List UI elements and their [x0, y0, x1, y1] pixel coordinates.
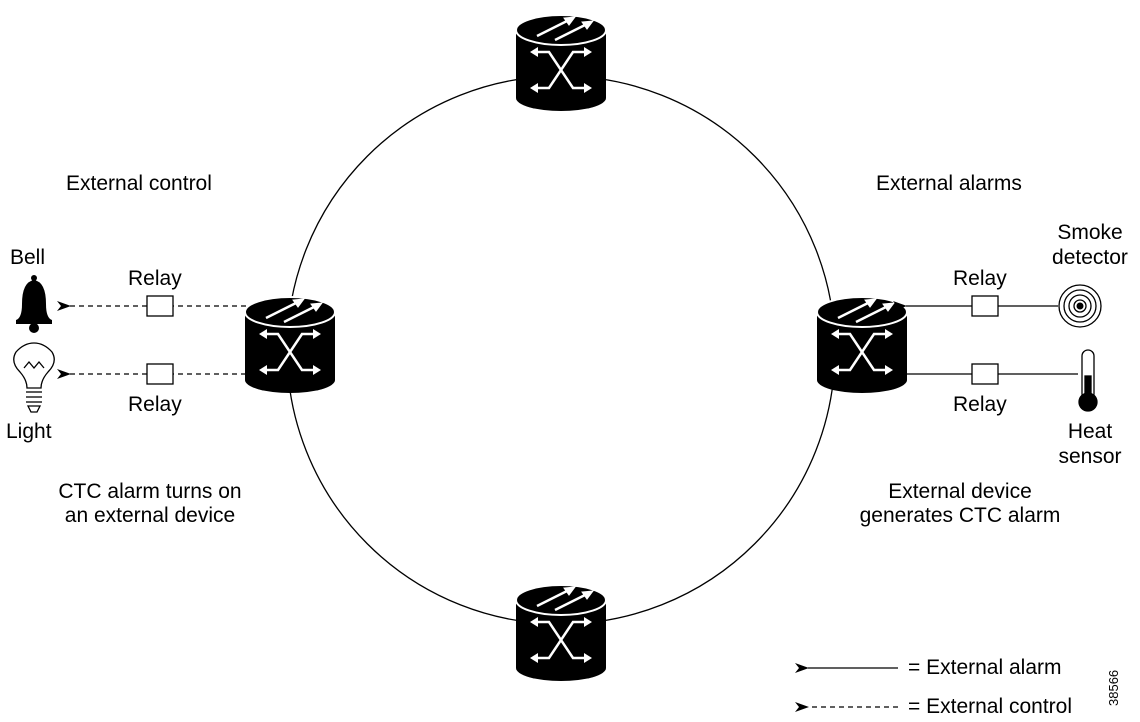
external-alarms-heading: External alarms — [876, 172, 1022, 195]
light-bulb-icon — [13, 342, 55, 413]
heat-label-line1: Heat — [1067, 420, 1113, 443]
bell-icon — [16, 275, 52, 333]
external-control-heading: External control — [66, 172, 212, 195]
left-caption-line1: CTC alarm turns on — [58, 480, 242, 503]
smoke-label-line1: Smoke — [1057, 221, 1123, 244]
light-label: Light — [6, 420, 52, 443]
legend-solid-label: = External alarm — [908, 656, 1062, 679]
smoke-detector-icon — [1058, 284, 1102, 328]
figure-id: 38566 — [1106, 669, 1121, 706]
heat-label-line2: sensor — [1058, 445, 1122, 468]
right-caption-line1: External device — [888, 480, 1032, 503]
legend-dashed-label: = External control — [908, 695, 1073, 718]
ring-circle — [286, 75, 836, 625]
node-bottom — [514, 583, 608, 683]
bell-label: Bell — [10, 246, 46, 269]
thermometer-icon — [1078, 349, 1098, 412]
node-right — [815, 295, 909, 395]
smoke-label-line2: detector — [1052, 246, 1128, 269]
node-top — [514, 13, 608, 113]
right-caption-line2: generates CTC alarm — [859, 504, 1061, 527]
right-alarm-connections — [893, 295, 1078, 385]
relay-label-right-bottom: Relay — [953, 393, 1007, 416]
left-caption-line2: an external device — [64, 504, 236, 527]
left-control-connections — [57, 295, 246, 385]
node-left — [243, 295, 337, 395]
relay-label-left-bottom: Relay — [128, 393, 182, 416]
relay-label-left-top: Relay — [128, 267, 182, 290]
legend — [795, 663, 898, 712]
relay-label-right-top: Relay — [953, 267, 1007, 290]
